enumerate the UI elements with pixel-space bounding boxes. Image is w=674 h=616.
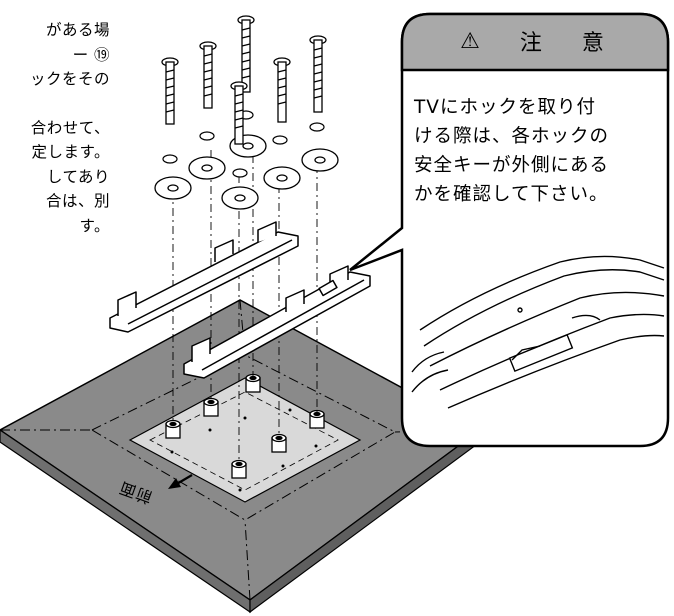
- stud: [309, 409, 325, 429]
- screw: [161, 57, 179, 125]
- washer: [263, 166, 301, 190]
- front-arrow: [168, 474, 193, 489]
- washer: [301, 148, 339, 172]
- screws: [161, 15, 327, 145]
- instruction-line: ックをその: [29, 70, 110, 88]
- caution-detail-drawing: [411, 255, 665, 409]
- caution-callout: [349, 12, 670, 448]
- washer: [221, 186, 259, 210]
- instruction-text: がある場 ー ⑲ ックをその 合わせて、 定します。 してあり 合は、別 す。: [0, 18, 110, 238]
- washer: [188, 156, 226, 180]
- stud: [231, 459, 247, 479]
- instruction-gap: [0, 92, 110, 116]
- caution-line: かを確認して下さい。: [414, 184, 609, 205]
- warning-icon: ⚠: [460, 28, 480, 54]
- bracket-right: [183, 265, 371, 379]
- stud: [271, 433, 287, 453]
- bracket-left: [109, 221, 299, 333]
- washer: [154, 176, 192, 200]
- screw: [230, 81, 248, 145]
- caution-title-char: 意: [581, 31, 604, 56]
- instruction-line: がある場: [45, 21, 110, 39]
- caution-line: ける際は、各ホックの: [414, 126, 610, 147]
- screw: [273, 57, 291, 123]
- caution-header: ⚠ 注 意: [404, 18, 660, 64]
- stud: [165, 419, 181, 439]
- instruction-line: ー ⑲: [72, 45, 110, 64]
- caution-line: TVにホックを取り付: [414, 97, 596, 118]
- standoff-studs: [165, 373, 325, 479]
- base-plate: [0, 299, 482, 614]
- instruction-line: 定します。: [31, 143, 110, 161]
- screw: [309, 35, 327, 113]
- instruction-line: 合は、別: [45, 192, 110, 210]
- screw: [199, 41, 217, 109]
- washers: [154, 134, 339, 210]
- instruction-line: してあり: [46, 167, 110, 186]
- instruction-line: す。: [79, 216, 110, 235]
- mount-holes: [170, 408, 318, 492]
- caution-line: 安全キーが外側にある: [414, 155, 610, 176]
- stud: [203, 397, 219, 417]
- caution-title-char: 注: [519, 31, 542, 56]
- stud: [245, 373, 261, 393]
- screw: [237, 15, 255, 93]
- mounting-brackets: [109, 221, 371, 379]
- instruction-line: 合わせて、: [30, 118, 110, 137]
- caution-body: TVにホックを取り付 ける際は、各ホックの 安全キーが外側にある かを確認して下…: [414, 93, 664, 209]
- lock-washers: [162, 110, 325, 178]
